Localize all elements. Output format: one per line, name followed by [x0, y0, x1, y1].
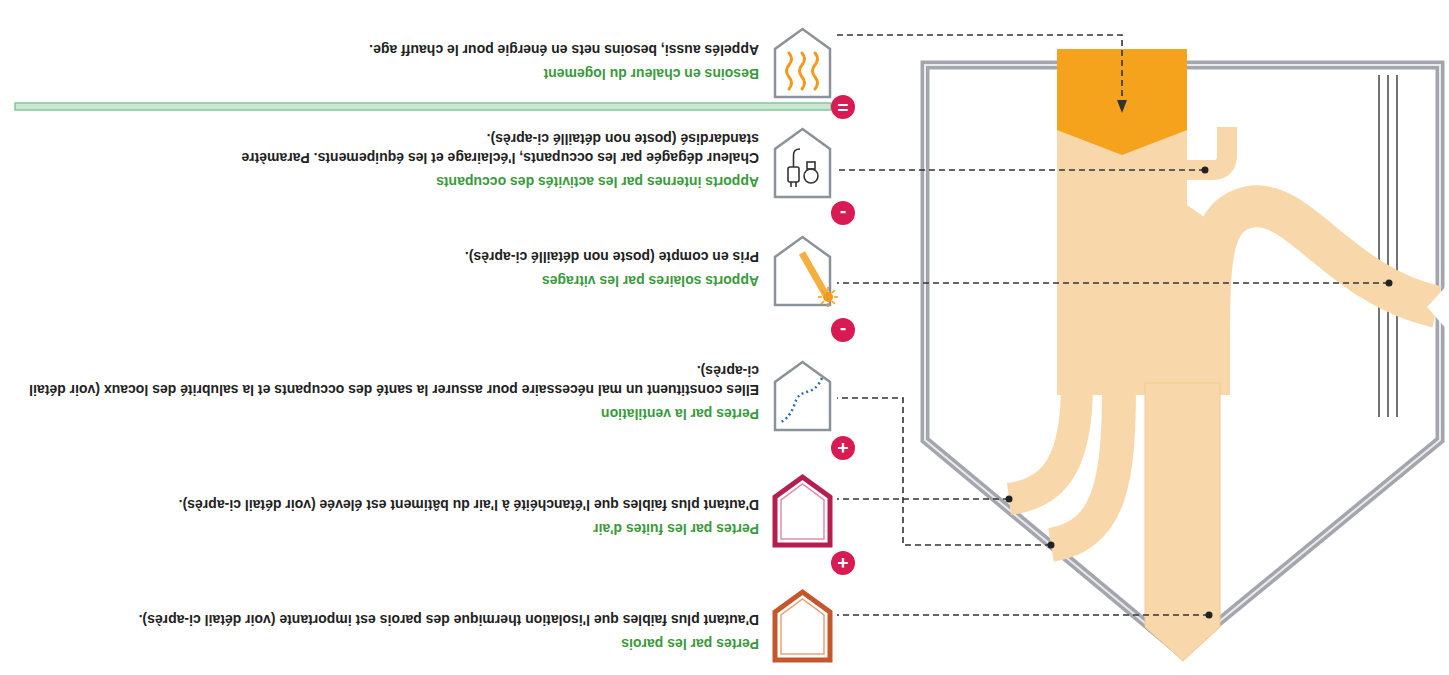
text-item: Pertes par la ventilation Elles constitue…: [19, 361, 759, 423]
leader-lines: [837, 35, 1389, 615]
separator-line: [15, 103, 831, 110]
flow-walls: [1145, 383, 1220, 661]
operator-circle: -: [831, 318, 855, 342]
flow-solar: [1209, 206, 1437, 345]
item-heading: Besoins en chaleur du logement: [59, 64, 759, 83]
text-item: Pertes par les parois D'autant plus faibl…: [119, 610, 759, 653]
flow-solar-tail: [1427, 283, 1449, 332]
text-item: Besoins en chaleur du logement Appelés au…: [59, 40, 759, 83]
text-item: Apports internes par les activités des o…: [169, 129, 759, 191]
walls-icon: [775, 592, 830, 660]
operator-circle: +: [831, 551, 855, 575]
operator-circle: =: [831, 95, 855, 119]
item-body: D'autant plus faibles que l'isolation th…: [119, 610, 759, 629]
operator-sign: +: [831, 552, 855, 575]
operator-sign: -: [831, 202, 855, 225]
item-heading: Pertes par les fuites d'air: [139, 519, 759, 538]
operator-circle: -: [831, 201, 855, 225]
solar-icon: [775, 237, 838, 307]
item-heading: Apports internes par les activités des o…: [169, 172, 759, 191]
text-item: Apports solaires par les vitrages Pris en…: [59, 247, 759, 290]
operator-sign: +: [831, 437, 855, 460]
item-heading: Apports solaires par les vitrages: [59, 271, 759, 290]
item-heading: Pertes par la ventilation: [19, 404, 759, 423]
flow-air-leaks: [1009, 383, 1077, 499]
flow-internal: [1187, 127, 1227, 170]
leader-dots: [1006, 167, 1393, 619]
item-body: D'autant plus faibles que l'étanchéité à…: [139, 495, 759, 514]
air-leak-icon: [775, 477, 830, 545]
energy-flows: [1009, 49, 1449, 661]
heat-need-icon: [775, 29, 830, 97]
item-body: Elles constituent un mal nécessaire pour…: [19, 361, 759, 399]
operator-sign: =: [831, 96, 855, 119]
operator-circle: +: [831, 436, 855, 460]
item-heading: Pertes par les parois: [119, 634, 759, 653]
window-glazing: [1375, 75, 1401, 417]
internal-gains-icon: [775, 129, 830, 197]
ventilation-icon: [775, 362, 830, 430]
text-item: Pertes par les fuites d'air D'autant plus…: [139, 495, 759, 538]
item-body: Appelés aussi, besoins nets en énergie p…: [59, 40, 759, 59]
operator-sign: -: [831, 319, 855, 342]
item-body: Pris en compte (poste non détaillé ci-ap…: [59, 247, 759, 266]
item-body: Chaleur dégagée par les occupants, l'écl…: [169, 129, 759, 167]
leader-arrowhead: [1117, 100, 1127, 113]
